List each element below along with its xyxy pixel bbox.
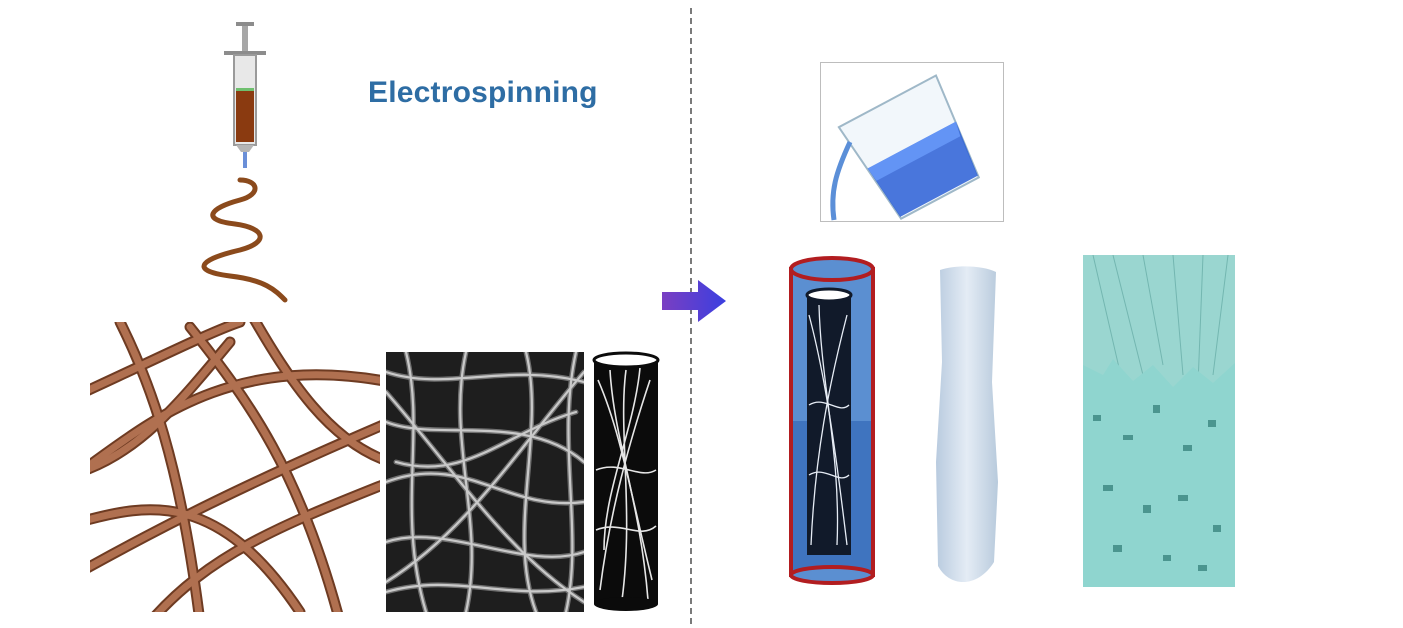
scaffold-photo (928, 262, 1004, 592)
fiber-network-3d (90, 322, 380, 612)
electrospinning-title: Electrospinning (368, 76, 598, 110)
scaffold-3d-render (1083, 255, 1235, 587)
syringe-icon (222, 20, 268, 170)
spiral-fiber-jet (180, 172, 300, 307)
fibrous-tube (590, 350, 662, 616)
pouring-beaker-image (820, 62, 1004, 222)
tube-mold-in-solution (785, 255, 879, 585)
fiber-sem-micrograph (386, 352, 584, 612)
arrow-right-icon (660, 278, 728, 324)
